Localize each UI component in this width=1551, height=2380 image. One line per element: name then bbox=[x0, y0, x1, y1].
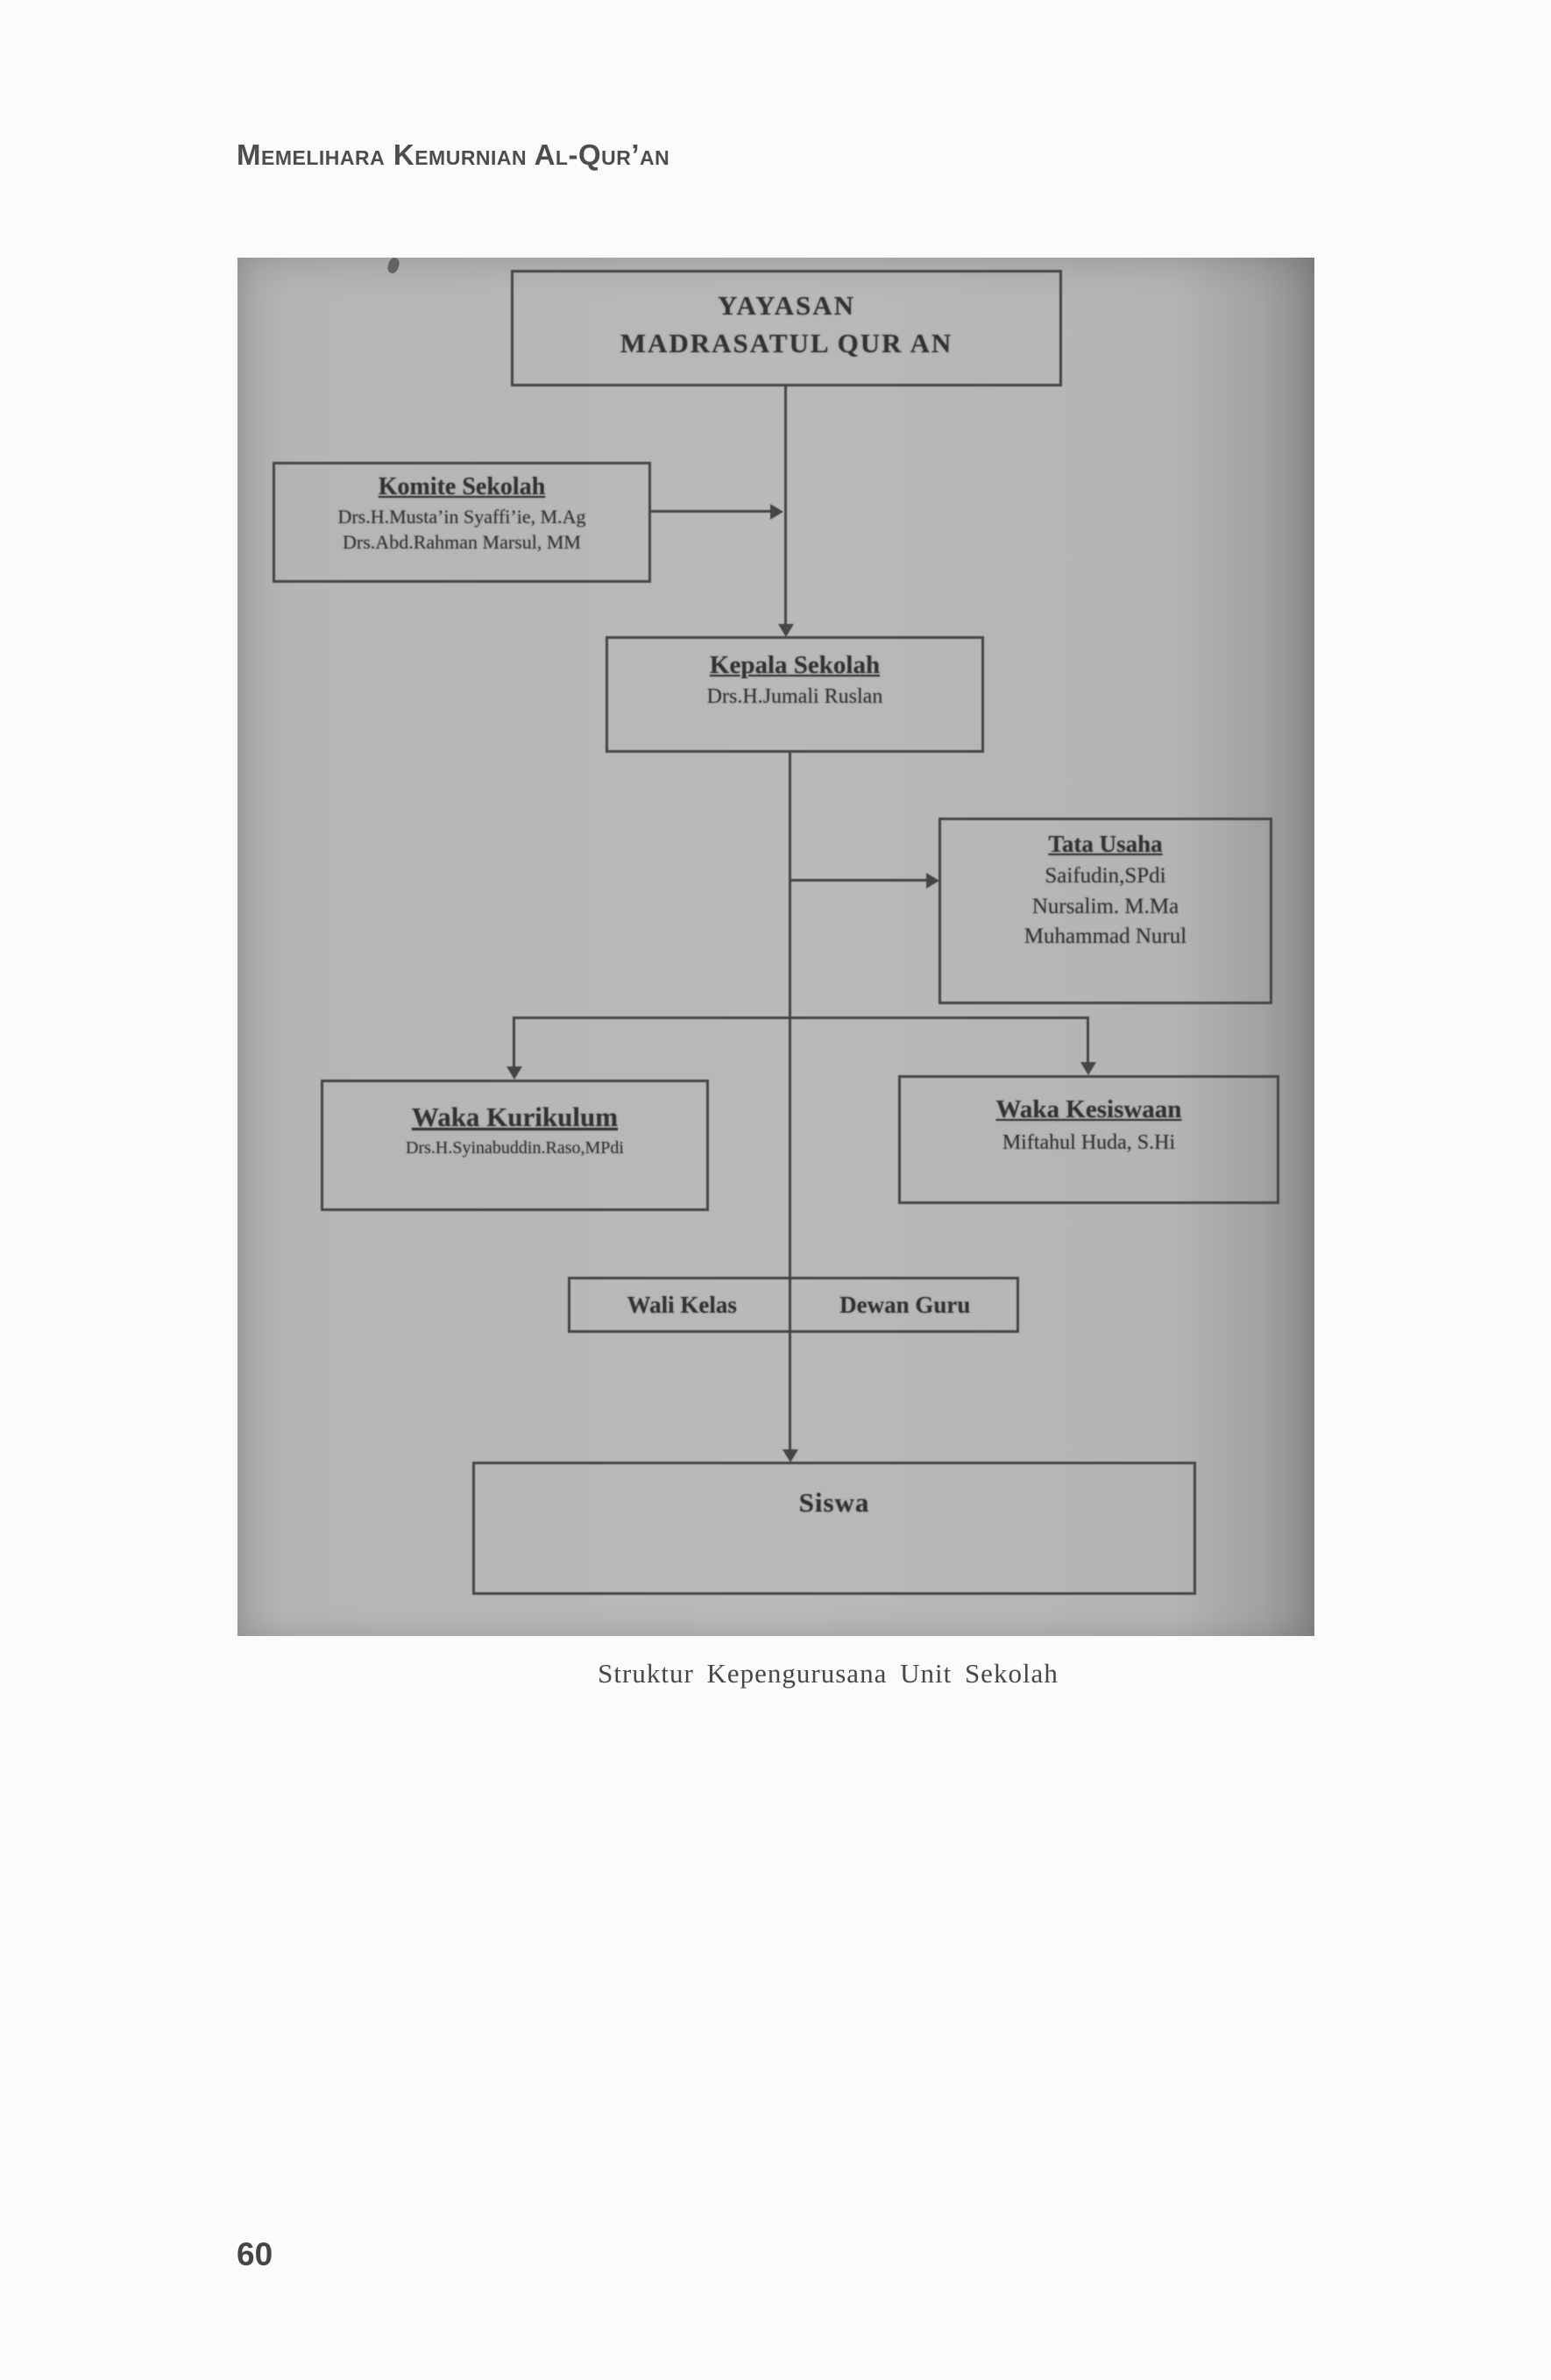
connector-kepala-siswa bbox=[789, 753, 791, 1449]
connector-komite-trunk bbox=[651, 510, 770, 513]
waka-kesiswaan-member-1: Miftahul Huda, S.Hi bbox=[1002, 1131, 1176, 1154]
tata-usaha-title: Tata Usaha bbox=[1048, 831, 1163, 857]
yayasan-line1: YAYASAN bbox=[717, 290, 856, 321]
box-kepala-sekolah: Kepala Sekolah Drs.H.Jumali Ruslan bbox=[606, 636, 984, 753]
arrowhead-komite-icon bbox=[770, 504, 783, 520]
arrowhead-siswa-icon bbox=[783, 1449, 798, 1463]
tata-usaha-member-2: Nursalim. M.Ma bbox=[1031, 894, 1179, 918]
box-tata-usaha: Tata Usaha Saifudin,SPdi Nursalim. M.Ma … bbox=[938, 818, 1272, 1004]
komite-member-2: Drs.Abd.Rahman Marsul, MM bbox=[343, 530, 581, 553]
siswa-label: Siswa bbox=[798, 1487, 870, 1518]
figure-caption: Struktur Kepengurusana Unit Sekolah bbox=[598, 1658, 1059, 1689]
box-wali-dewan: Wali Kelas Dewan Guru bbox=[568, 1277, 1019, 1333]
tata-usaha-member-3: Muhammad Nurul bbox=[1023, 924, 1187, 948]
arrowhead-kesiswaan-icon bbox=[1080, 1062, 1096, 1075]
org-chart: YAYASAN MADRASATUL QUR AN Komite Sekolah… bbox=[237, 258, 1314, 1636]
arrowhead-kurikulum-icon bbox=[506, 1066, 522, 1080]
connector-waka-branch bbox=[513, 1016, 1089, 1019]
page-number: 60 bbox=[237, 2236, 273, 2272]
waka-kurikulum-member-1: Drs.H.Syinabuddin.Raso,MPdi bbox=[406, 1138, 624, 1158]
box-yayasan: YAYASAN MADRASATUL QUR AN bbox=[511, 270, 1062, 386]
connector-branch-kesiswaan bbox=[1087, 1016, 1089, 1063]
wali-kelas-label: Wali Kelas bbox=[627, 1291, 737, 1318]
waka-kesiswaan-title: Waka Kesiswaan bbox=[995, 1095, 1182, 1123]
connector-branch-kurikulum bbox=[513, 1016, 515, 1067]
dewan-guru-label: Dewan Guru bbox=[839, 1291, 971, 1318]
arrowhead-kepala-icon bbox=[778, 624, 794, 637]
box-waka-kesiswaan: Waka Kesiswaan Miftahul Huda, S.Hi bbox=[898, 1075, 1279, 1204]
komite-title: Komite Sekolah bbox=[378, 473, 546, 500]
scanned-figure: YAYASAN MADRASATUL QUR AN Komite Sekolah… bbox=[237, 256, 1314, 1636]
arrowhead-tatausaha-icon bbox=[926, 873, 939, 889]
box-siswa: Siswa bbox=[472, 1462, 1196, 1595]
box-komite-sekolah: Komite Sekolah Drs.H.Musta’in Syaffi’ie,… bbox=[273, 462, 651, 583]
page-header: Memelihara Kemurnian Al-Qur’an bbox=[237, 138, 670, 171]
waka-kurikulum-title: Waka Kurikulum bbox=[411, 1101, 619, 1132]
kepala-member-1: Drs.H.Jumali Ruslan bbox=[706, 685, 883, 708]
tata-usaha-member-1: Saifudin,SPdi bbox=[1045, 864, 1166, 888]
connector-yayasan-kepala bbox=[784, 386, 787, 624]
box-waka-kurikulum: Waka Kurikulum Drs.H.Syinabuddin.Raso,MP… bbox=[321, 1080, 709, 1211]
yayasan-line2: MADRASATUL QUR AN bbox=[620, 328, 953, 359]
kepala-title: Kepala Sekolah bbox=[709, 651, 881, 679]
connector-trunk-tatausaha bbox=[790, 879, 926, 882]
komite-member-1: Drs.H.Musta’in Syaffi’ie, M.Ag bbox=[337, 506, 586, 528]
